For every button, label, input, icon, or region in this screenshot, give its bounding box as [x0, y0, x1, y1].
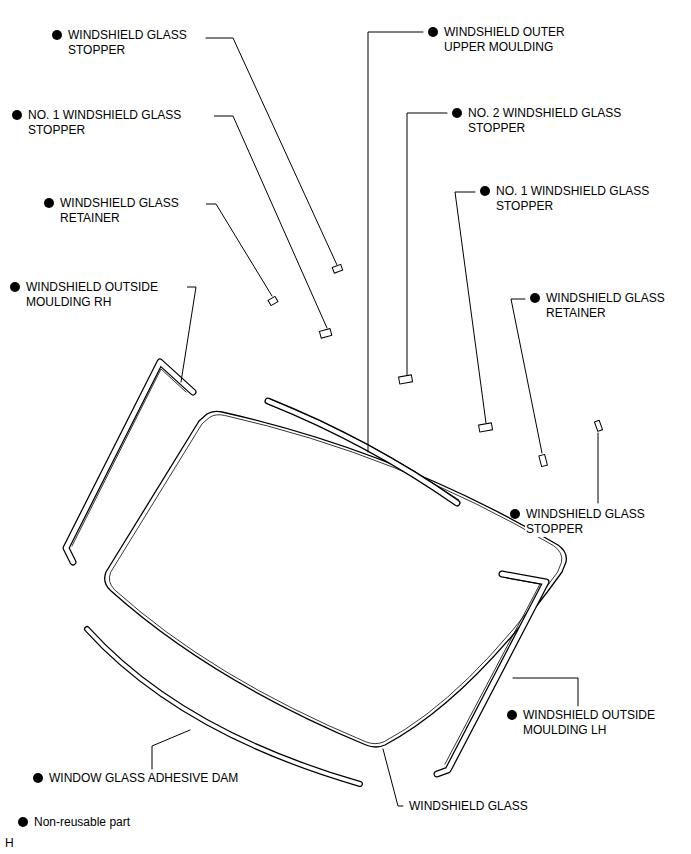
part-label-group: H	[4, 836, 15, 851]
glass-edge	[109, 415, 561, 744]
leader-line	[368, 32, 423, 452]
moulding-rh-inner	[66, 362, 193, 562]
part-label: WINDSHIELD GLASS STOPPER	[67, 28, 204, 58]
part-label: WINDSHIELD OUTSIDE MOULDING LH	[522, 708, 684, 738]
leader-line	[455, 192, 486, 423]
adhesive-dam	[87, 629, 360, 784]
moulding-rh	[66, 362, 193, 562]
part-label: WINDSHIELD OUTER UPPER MOULDING	[443, 25, 580, 55]
part-label: NO. 1 WINDSHIELD GLASS STOPPER	[27, 108, 214, 138]
non-reusable-mark	[530, 293, 540, 303]
non-reusable-mark	[507, 710, 517, 720]
moulding-rh-line	[72, 369, 186, 546]
leader-line	[511, 299, 542, 453]
upper-moulding-inner	[268, 401, 457, 503]
no2-stopper	[399, 375, 413, 384]
part-label-group: NO. 2 WINDSHIELD GLASS STOPPER	[452, 106, 654, 136]
part-label-group: WINDSHIELD OUTSIDE MOULDING LH	[507, 708, 684, 738]
non-reusable-mark	[52, 30, 62, 40]
adhesive-dam-inner	[87, 629, 360, 784]
part-label: WINDSHIELD GLASS	[408, 799, 529, 814]
glass-retainer	[268, 296, 278, 305]
part-label: WINDSHIELD GLASS STOPPER	[525, 507, 677, 537]
part-label: WINDSHIELD OUTSIDE MOULDING RH	[25, 280, 187, 310]
non-reusable-mark	[452, 108, 462, 118]
part-label-group: WINDSHIELD GLASS STOPPER	[510, 507, 677, 537]
non-reusable-mark	[18, 817, 28, 827]
part-label-group: WINDSHIELD GLASS RETAINER	[530, 291, 682, 321]
part-label-group: WINDSHIELD GLASS	[408, 799, 529, 814]
part-label-group: WINDSHIELD GLASS STOPPER	[52, 28, 204, 58]
leader-line	[152, 730, 190, 769]
non-reusable-mark	[428, 27, 438, 37]
leader-line	[513, 678, 578, 706]
leader-line	[383, 749, 403, 806]
leader-line	[210, 116, 327, 328]
windshield-glass	[105, 411, 567, 747]
leader-line	[598, 433, 599, 503]
part-label: WINDOW GLASS ADHESIVE DAM	[48, 771, 239, 786]
part-label-group: WINDOW GLASS ADHESIVE DAM	[33, 771, 239, 786]
leader-line	[407, 113, 447, 375]
moulding-lh-inner	[437, 574, 546, 774]
upper-moulding	[268, 401, 457, 503]
no1-stopper	[319, 329, 331, 339]
part-label: NO. 2 WINDSHIELD GLASS STOPPER	[467, 106, 654, 136]
glass-stopper	[594, 420, 602, 431]
non-reusable-mark	[12, 110, 22, 120]
no1-stopper	[479, 423, 493, 432]
part-label: H	[4, 836, 15, 851]
non-reusable-mark	[10, 282, 20, 292]
part-label: NO. 1 WINDSHIELD GLASS STOPPER	[495, 184, 682, 214]
part-label-group: NO. 1 WINDSHIELD GLASS STOPPER	[12, 108, 214, 138]
glass-stopper	[332, 264, 343, 273]
moulding-lh	[437, 574, 546, 774]
part-label-group: WINDSHIELD GLASS RETAINER	[44, 196, 206, 226]
leader-lines	[152, 32, 598, 806]
part-label-group: NO. 1 WINDSHIELD GLASS STOPPER	[480, 184, 682, 214]
upper-moulding-line	[270, 399, 459, 500]
legend-text: Non-reusable part	[33, 815, 131, 830]
part-label: WINDSHIELD GLASS RETAINER	[545, 291, 682, 321]
leader-line	[206, 38, 337, 265]
non-reusable-mark	[33, 773, 43, 783]
leader-line	[202, 204, 272, 296]
part-label-group: WINDSHIELD OUTSIDE MOULDING RH	[10, 280, 187, 310]
non-reusable-mark	[510, 509, 520, 519]
part-label: WINDSHIELD GLASS RETAINER	[59, 196, 206, 226]
glass-retainer	[539, 454, 548, 466]
non-reusable-mark	[480, 186, 490, 196]
non-reusable-mark	[44, 198, 54, 208]
part-label-group: WINDSHIELD OUTER UPPER MOULDING	[428, 25, 580, 55]
legend-text-group: Non-reusable part	[18, 815, 131, 830]
